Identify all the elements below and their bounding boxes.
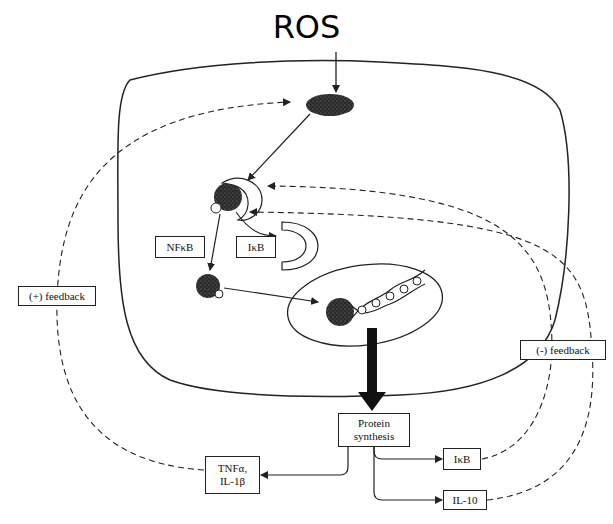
complex-dot bbox=[211, 203, 221, 213]
label-box: Protein synthesis bbox=[338, 413, 410, 447]
label-box: IκB bbox=[443, 448, 481, 470]
label-box: NFκB bbox=[155, 236, 205, 258]
activation-arrow bbox=[248, 114, 310, 180]
free-arrow bbox=[210, 214, 220, 270]
negative-feedback-line bbox=[268, 186, 552, 459]
nuclear-nfkb bbox=[326, 298, 354, 326]
kinase-blob bbox=[306, 94, 354, 116]
translocation-arrow bbox=[224, 288, 318, 302]
box-label: (-) feedback bbox=[536, 344, 589, 357]
connector-arrow bbox=[261, 447, 348, 475]
release-arrow bbox=[236, 212, 276, 236]
label-box: (-) feedback bbox=[520, 340, 606, 360]
free-dot bbox=[215, 290, 223, 298]
label-box: IL-10 bbox=[443, 490, 487, 510]
connector-arrow bbox=[374, 447, 442, 459]
dna-helix bbox=[352, 270, 425, 318]
box-label: IκB bbox=[454, 453, 471, 466]
label-box: (+) feedback bbox=[18, 286, 96, 306]
transcription-arrow bbox=[358, 328, 386, 411]
box-label: TNFα, IL-1β bbox=[210, 462, 255, 487]
ros-arrow bbox=[335, 52, 336, 92]
dna-beads bbox=[358, 277, 421, 314]
title-text: ROS bbox=[0, 8, 613, 46]
box-label: IL-10 bbox=[452, 494, 477, 507]
connector-arrow bbox=[374, 447, 442, 500]
released-ikb bbox=[282, 222, 318, 270]
ikb-crescent bbox=[222, 178, 262, 220]
label-box: IκB bbox=[236, 236, 276, 258]
box-label: Protein synthesis bbox=[343, 417, 405, 442]
box-label: NFκB bbox=[167, 241, 194, 254]
box-label: (+) feedback bbox=[29, 290, 85, 303]
box-label: IκB bbox=[248, 241, 265, 254]
cell-membrane bbox=[118, 61, 569, 397]
label-box: TNFα, IL-1β bbox=[205, 456, 260, 494]
nucleus bbox=[282, 255, 448, 356]
